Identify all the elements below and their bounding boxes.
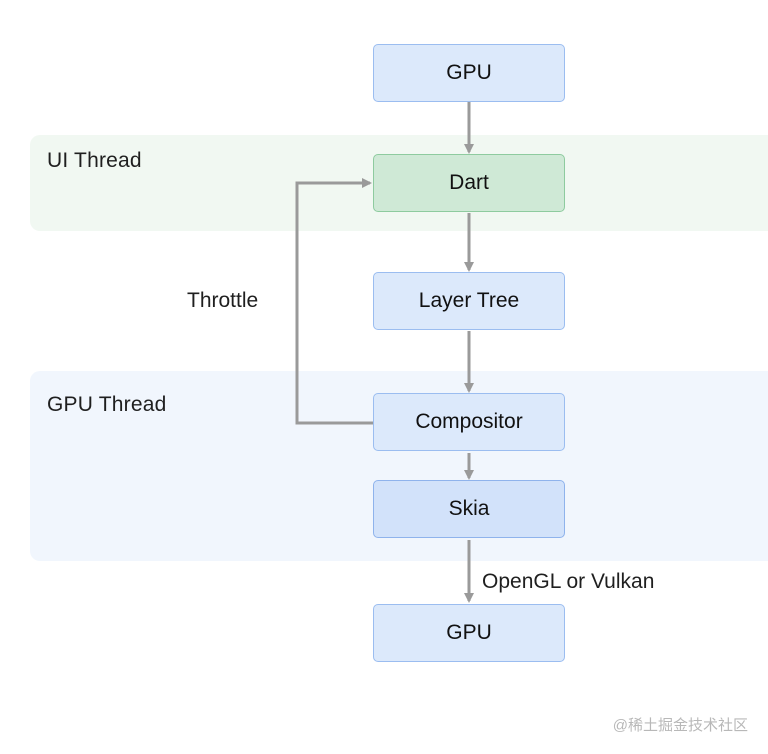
ui-thread-label: UI Thread xyxy=(47,149,142,172)
skia-node: Skia xyxy=(373,480,565,538)
throttle-feedback-arrow xyxy=(295,178,373,425)
dart-node: Dart xyxy=(373,154,565,212)
gpu-top-node: GPU xyxy=(373,44,565,102)
layer-tree-node: Layer Tree xyxy=(373,272,565,330)
watermark: @稀土掘金技术社区 xyxy=(612,717,748,734)
throttle-label: Throttle xyxy=(187,289,259,312)
gpu-thread-label: GPU Thread xyxy=(47,393,167,416)
gpu-bottom-node: GPU xyxy=(373,604,565,662)
compositor-node: Compositor xyxy=(373,393,565,451)
opengl-vulkan-label: OpenGL or Vulkan xyxy=(482,570,655,593)
